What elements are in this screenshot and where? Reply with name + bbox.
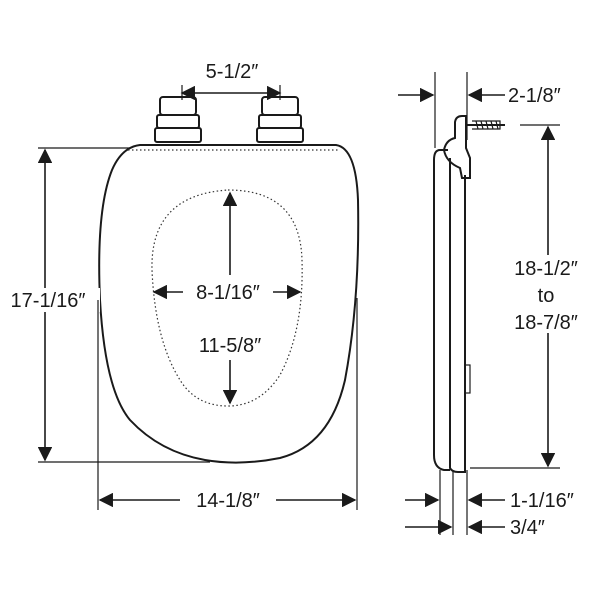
top-view: 5-1/2″ 17-1/16″ 8-1/16″ 11-5/8″ 14-1/8″ bbox=[0, 61, 360, 512]
overall-width-label: 14-1/8″ bbox=[196, 490, 260, 512]
left-hinge bbox=[154, 96, 202, 143]
seat-opening bbox=[151, 189, 303, 407]
mounting-bolt bbox=[466, 120, 505, 130]
hinge-depth-label: 2-1/8″ bbox=[508, 85, 561, 107]
side-view: 2-1/8″ 18-1/2″ to 18-7/8″ 1-1/16″ 3/4″ bbox=[398, 72, 596, 539]
mount-range-label-line3: 18-7/8″ bbox=[514, 312, 578, 334]
mount-range-label-line1: 18-1/2″ bbox=[514, 258, 578, 280]
opening-width-label: 8-1/16″ bbox=[196, 282, 260, 304]
lid-thickness-label: 1-1/16″ bbox=[510, 490, 574, 512]
seat-thickness-label: 3/4″ bbox=[510, 517, 545, 539]
seat-bumper bbox=[464, 364, 471, 394]
hinge-block-side bbox=[442, 115, 471, 179]
mount-range-label-bg bbox=[500, 255, 596, 333]
lid-profile bbox=[433, 149, 450, 471]
overall-length-label: 17-1/16″ bbox=[11, 290, 86, 312]
overall-width-label-bg bbox=[180, 488, 276, 512]
right-hinge bbox=[256, 96, 304, 143]
seat-outline bbox=[98, 144, 360, 464]
mount-range-label-line2: to bbox=[538, 285, 555, 307]
overall-length-label-bg bbox=[0, 288, 100, 312]
opening-length-label: 11-5/8″ bbox=[199, 335, 261, 357]
hinge-spacing-label: 5-1/2″ bbox=[206, 61, 259, 83]
seat-profile bbox=[449, 158, 466, 473]
opening-width-label-bg bbox=[183, 280, 273, 304]
